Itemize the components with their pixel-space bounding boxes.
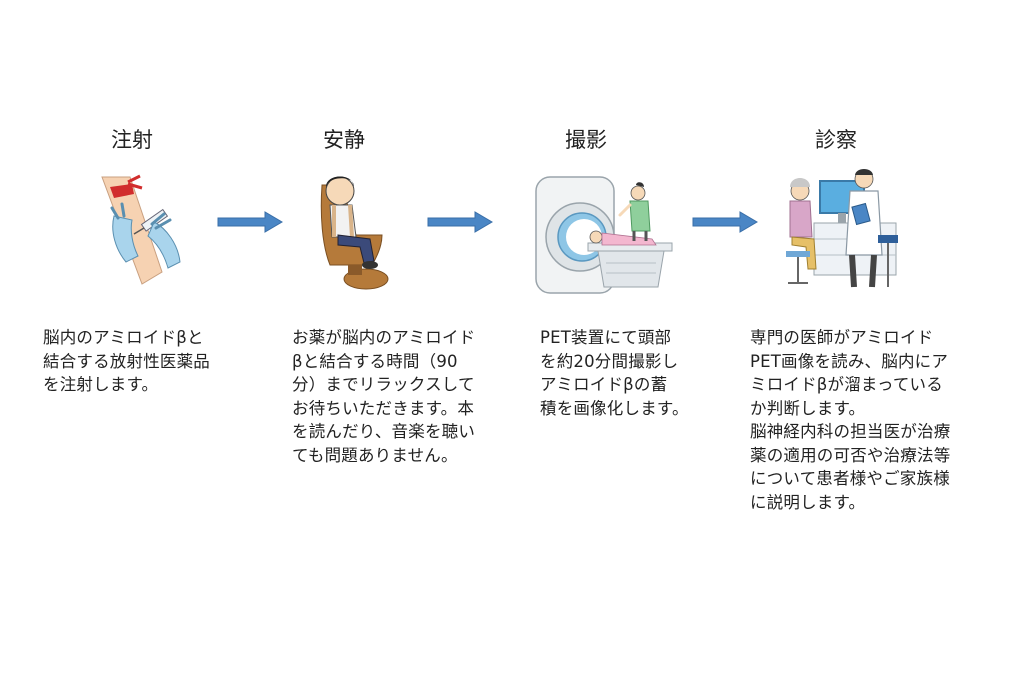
step-description-scan: PET装置にて頭部 を約20分間撮影し アミロイドβの蓄 積を画像化します。 bbox=[540, 328, 689, 418]
arrow-right-icon bbox=[427, 211, 493, 233]
step-title-consultation: 診察 bbox=[815, 128, 857, 152]
step-description-consultation: 専門の医師がアミロイド PET画像を読み、脳内にア ミロイドβが溜まっている か… bbox=[750, 328, 951, 512]
step-title-injection: 注射 bbox=[111, 128, 153, 152]
injection-illustration-icon bbox=[101, 174, 181, 285]
resting-patient-illustration-icon bbox=[320, 176, 389, 290]
step-description-injection: 脳内のアミロイドβと 結合する放射性医薬品 を注射します。 bbox=[43, 328, 210, 394]
doctor-consultation-illustration-icon bbox=[786, 169, 898, 288]
pet-scanner-illustration-icon bbox=[535, 176, 673, 294]
step-title-scan: 撮影 bbox=[565, 128, 607, 152]
step-description-rest: お薬が脳内のアミロイド βと結合する時間（90 分）までリラックスして お待ちい… bbox=[292, 328, 476, 465]
arrow-right-icon bbox=[692, 211, 758, 233]
step-title-rest: 安静 bbox=[323, 128, 365, 152]
arrow-right-icon bbox=[217, 211, 283, 233]
